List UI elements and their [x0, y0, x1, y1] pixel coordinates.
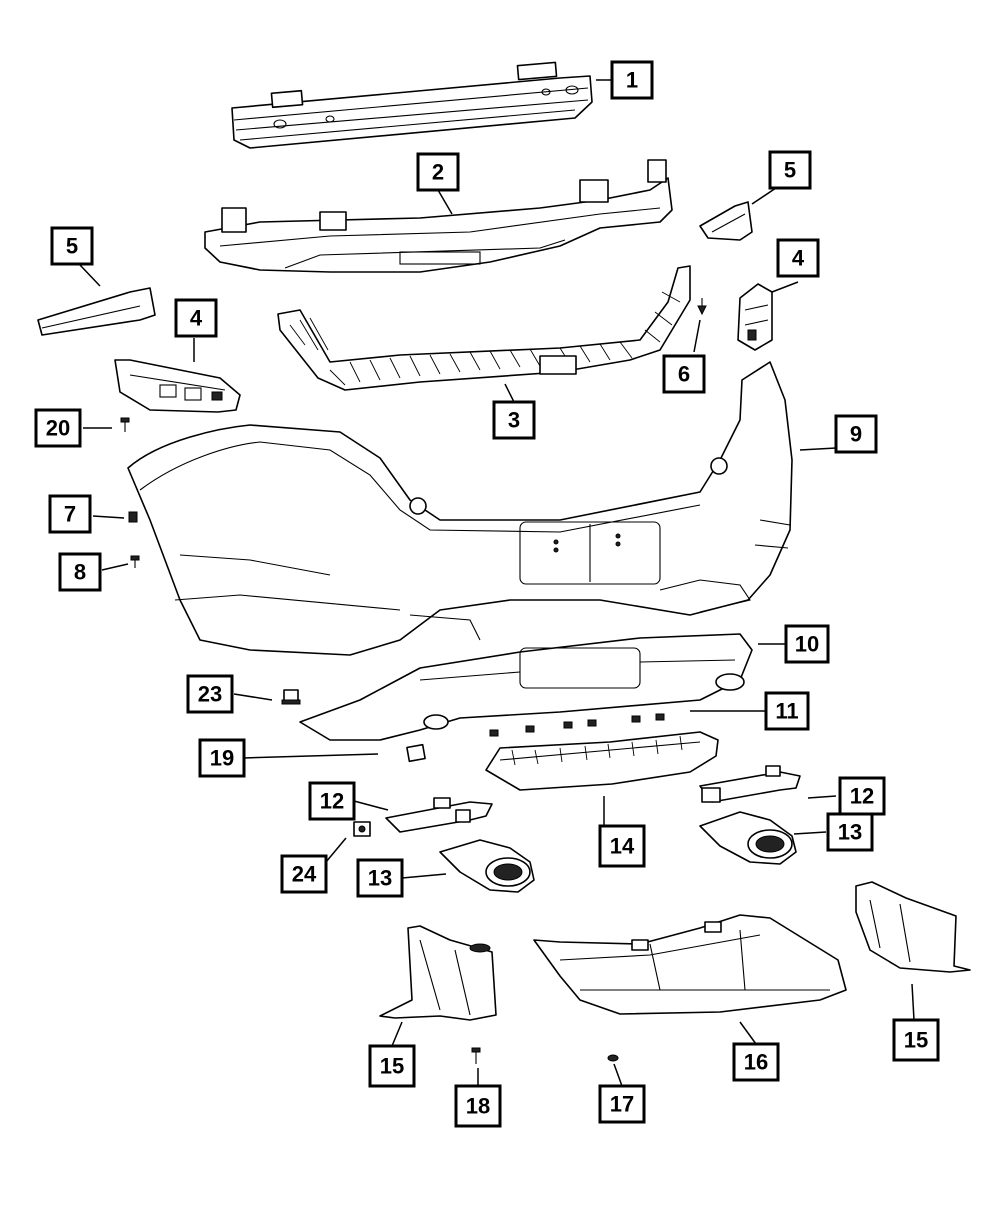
callout-label: 13	[838, 820, 862, 845]
callout-label: 12	[850, 784, 874, 809]
part-13-right-exhaust-tip	[699, 811, 797, 865]
part-13-left-exhaust-tip	[439, 839, 535, 893]
callout-16: 16	[732, 1042, 780, 1082]
part-12-right-bracket	[699, 765, 801, 803]
callout-9: 9	[834, 414, 878, 454]
callout-label: 3	[508, 408, 520, 433]
callout-label: 4	[190, 306, 203, 331]
part-18-screw	[471, 1047, 481, 1064]
part-8-screw	[130, 555, 140, 568]
part-24-nut	[353, 821, 371, 837]
callout-6: 6	[662, 354, 706, 394]
part-17-clip	[607, 1054, 619, 1062]
callout-5-left: 5	[50, 226, 94, 266]
callout-label: 4	[792, 246, 805, 271]
callout-11: 11	[764, 691, 810, 731]
callout-label: 14	[610, 834, 635, 859]
callout-label: 23	[198, 682, 222, 707]
callout-label: 12	[320, 789, 344, 814]
callout-5-right: 5	[768, 150, 812, 190]
callout-label: 17	[610, 1092, 634, 1117]
part-12-left-bracket	[385, 797, 493, 833]
callout-label: 24	[292, 862, 317, 887]
callout-13-right: 13	[826, 812, 874, 852]
callout-label: 10	[795, 632, 819, 657]
callout-label: 6	[678, 362, 690, 387]
callout-12-right: 12	[838, 776, 886, 816]
callout-20: 20	[34, 408, 82, 448]
callout-15-left: 15	[368, 1044, 416, 1088]
callout-4-left: 4	[174, 298, 218, 338]
part-4-right-mount-bracket	[737, 283, 773, 351]
callout-label: 13	[368, 866, 392, 891]
callout-7: 7	[48, 494, 92, 534]
callout-1: 1	[610, 60, 654, 100]
callout-label: 19	[210, 746, 234, 771]
part-15-right-shield	[855, 881, 971, 973]
callout-label: 20	[46, 416, 70, 441]
callout-8: 8	[58, 552, 102, 592]
callout-4-right: 4	[776, 238, 820, 278]
callout-label: 18	[466, 1094, 490, 1119]
part-15-left-shield	[379, 925, 497, 1021]
callout-14: 14	[598, 824, 646, 868]
callout-12-left: 12	[308, 781, 356, 821]
callout-23: 23	[186, 674, 234, 714]
leader-lines	[79, 79, 915, 1087]
part-14-lower-bracket	[485, 731, 719, 791]
part-11-clips	[489, 713, 665, 737]
part-7-clip	[128, 511, 138, 523]
callout-label: 7	[64, 502, 76, 527]
callout-label: 8	[74, 560, 86, 585]
callout-label: 5	[66, 234, 78, 259]
callout-label: 2	[432, 160, 444, 185]
part-20-screw	[120, 417, 130, 432]
part-6-push-pin	[697, 298, 707, 316]
part-5-left-bracket	[37, 287, 156, 336]
part-19-cap	[406, 743, 426, 763]
callout-label: 15	[380, 1054, 404, 1079]
callout-18: 18	[454, 1084, 502, 1128]
callout-24: 24	[280, 854, 328, 894]
callout-label: 11	[775, 699, 798, 724]
callout-19: 19	[198, 738, 246, 778]
callout-label: 16	[744, 1050, 768, 1075]
callout-2: 2	[416, 152, 460, 192]
part-9-bumper-fascia	[127, 361, 793, 656]
part-16-underbody-shield	[533, 914, 847, 1015]
part-1-bumper-reinforcement-beam	[231, 61, 593, 149]
part-4-left-mount-bracket	[114, 359, 241, 413]
callout-label: 9	[850, 422, 862, 447]
callout-15-right: 15	[892, 1018, 940, 1062]
part-5-right-bracket	[699, 201, 753, 241]
callout-label: 5	[784, 158, 796, 183]
callout-label: 15	[904, 1028, 928, 1053]
callout-label: 1	[626, 68, 638, 93]
part-2-fascia-support	[204, 159, 673, 273]
part-23-clip	[281, 689, 301, 705]
part-10-lower-valance	[299, 633, 753, 741]
callout-17: 17	[598, 1084, 646, 1124]
callout-13-left: 13	[356, 858, 404, 898]
callout-10: 10	[784, 624, 830, 664]
callout-3: 3	[492, 400, 536, 440]
part-3-energy-absorber	[277, 265, 691, 391]
